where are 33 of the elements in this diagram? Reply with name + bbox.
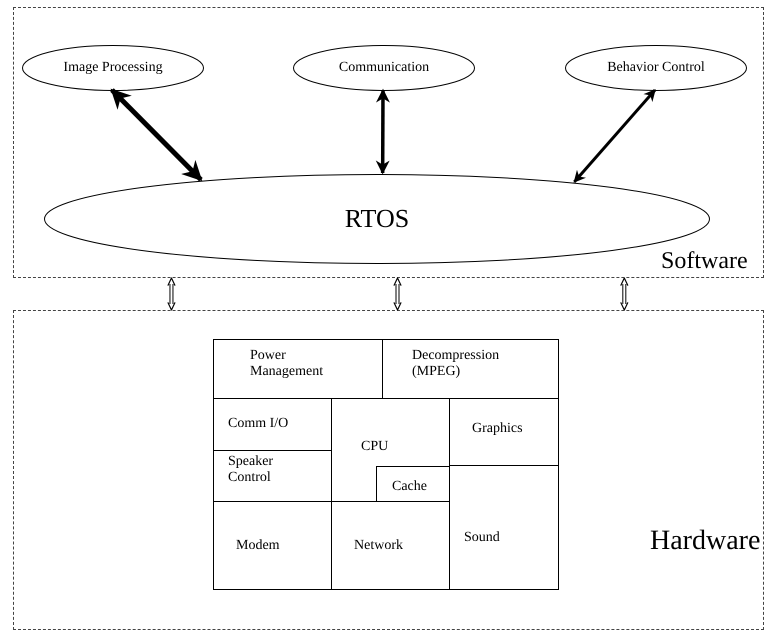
dashed-region [13, 7, 764, 278]
node-label: Decompression (MPEG) [412, 348, 500, 380]
double-arrow [110, 88, 203, 182]
double-arrow [167, 277, 176, 311]
node-label: Comm I/O [228, 416, 288, 432]
component-box [213, 501, 332, 590]
process-ellipse [565, 45, 747, 91]
double-arrow [376, 88, 390, 174]
process-ellipse [22, 45, 204, 91]
double-arrow [393, 277, 402, 311]
node-label: Image Processing [63, 60, 163, 76]
double-arrow [573, 89, 656, 183]
node-label: Cache [392, 479, 427, 496]
node-label: Power Management [250, 348, 324, 380]
node-label: Graphics [472, 421, 523, 438]
double-arrow [620, 277, 628, 311]
node-label: Speaker Control [228, 454, 274, 486]
node-label: RTOS [344, 204, 410, 234]
component-box [331, 501, 450, 590]
dashed-region [13, 310, 764, 630]
component-box [449, 465, 559, 590]
node-label: Modem [236, 538, 280, 554]
node-label: Behavior Control [607, 60, 705, 76]
node-label: Network [354, 538, 403, 554]
component-box [376, 466, 451, 503]
node-label: Sound [464, 530, 500, 546]
component-box [213, 339, 383, 399]
region-label: Hardware [650, 525, 760, 558]
node-label: Communication [338, 60, 430, 76]
node-label: CPU [361, 439, 388, 456]
process-ellipse [293, 45, 475, 91]
component-box [382, 339, 559, 399]
region-label: Software [661, 248, 748, 276]
